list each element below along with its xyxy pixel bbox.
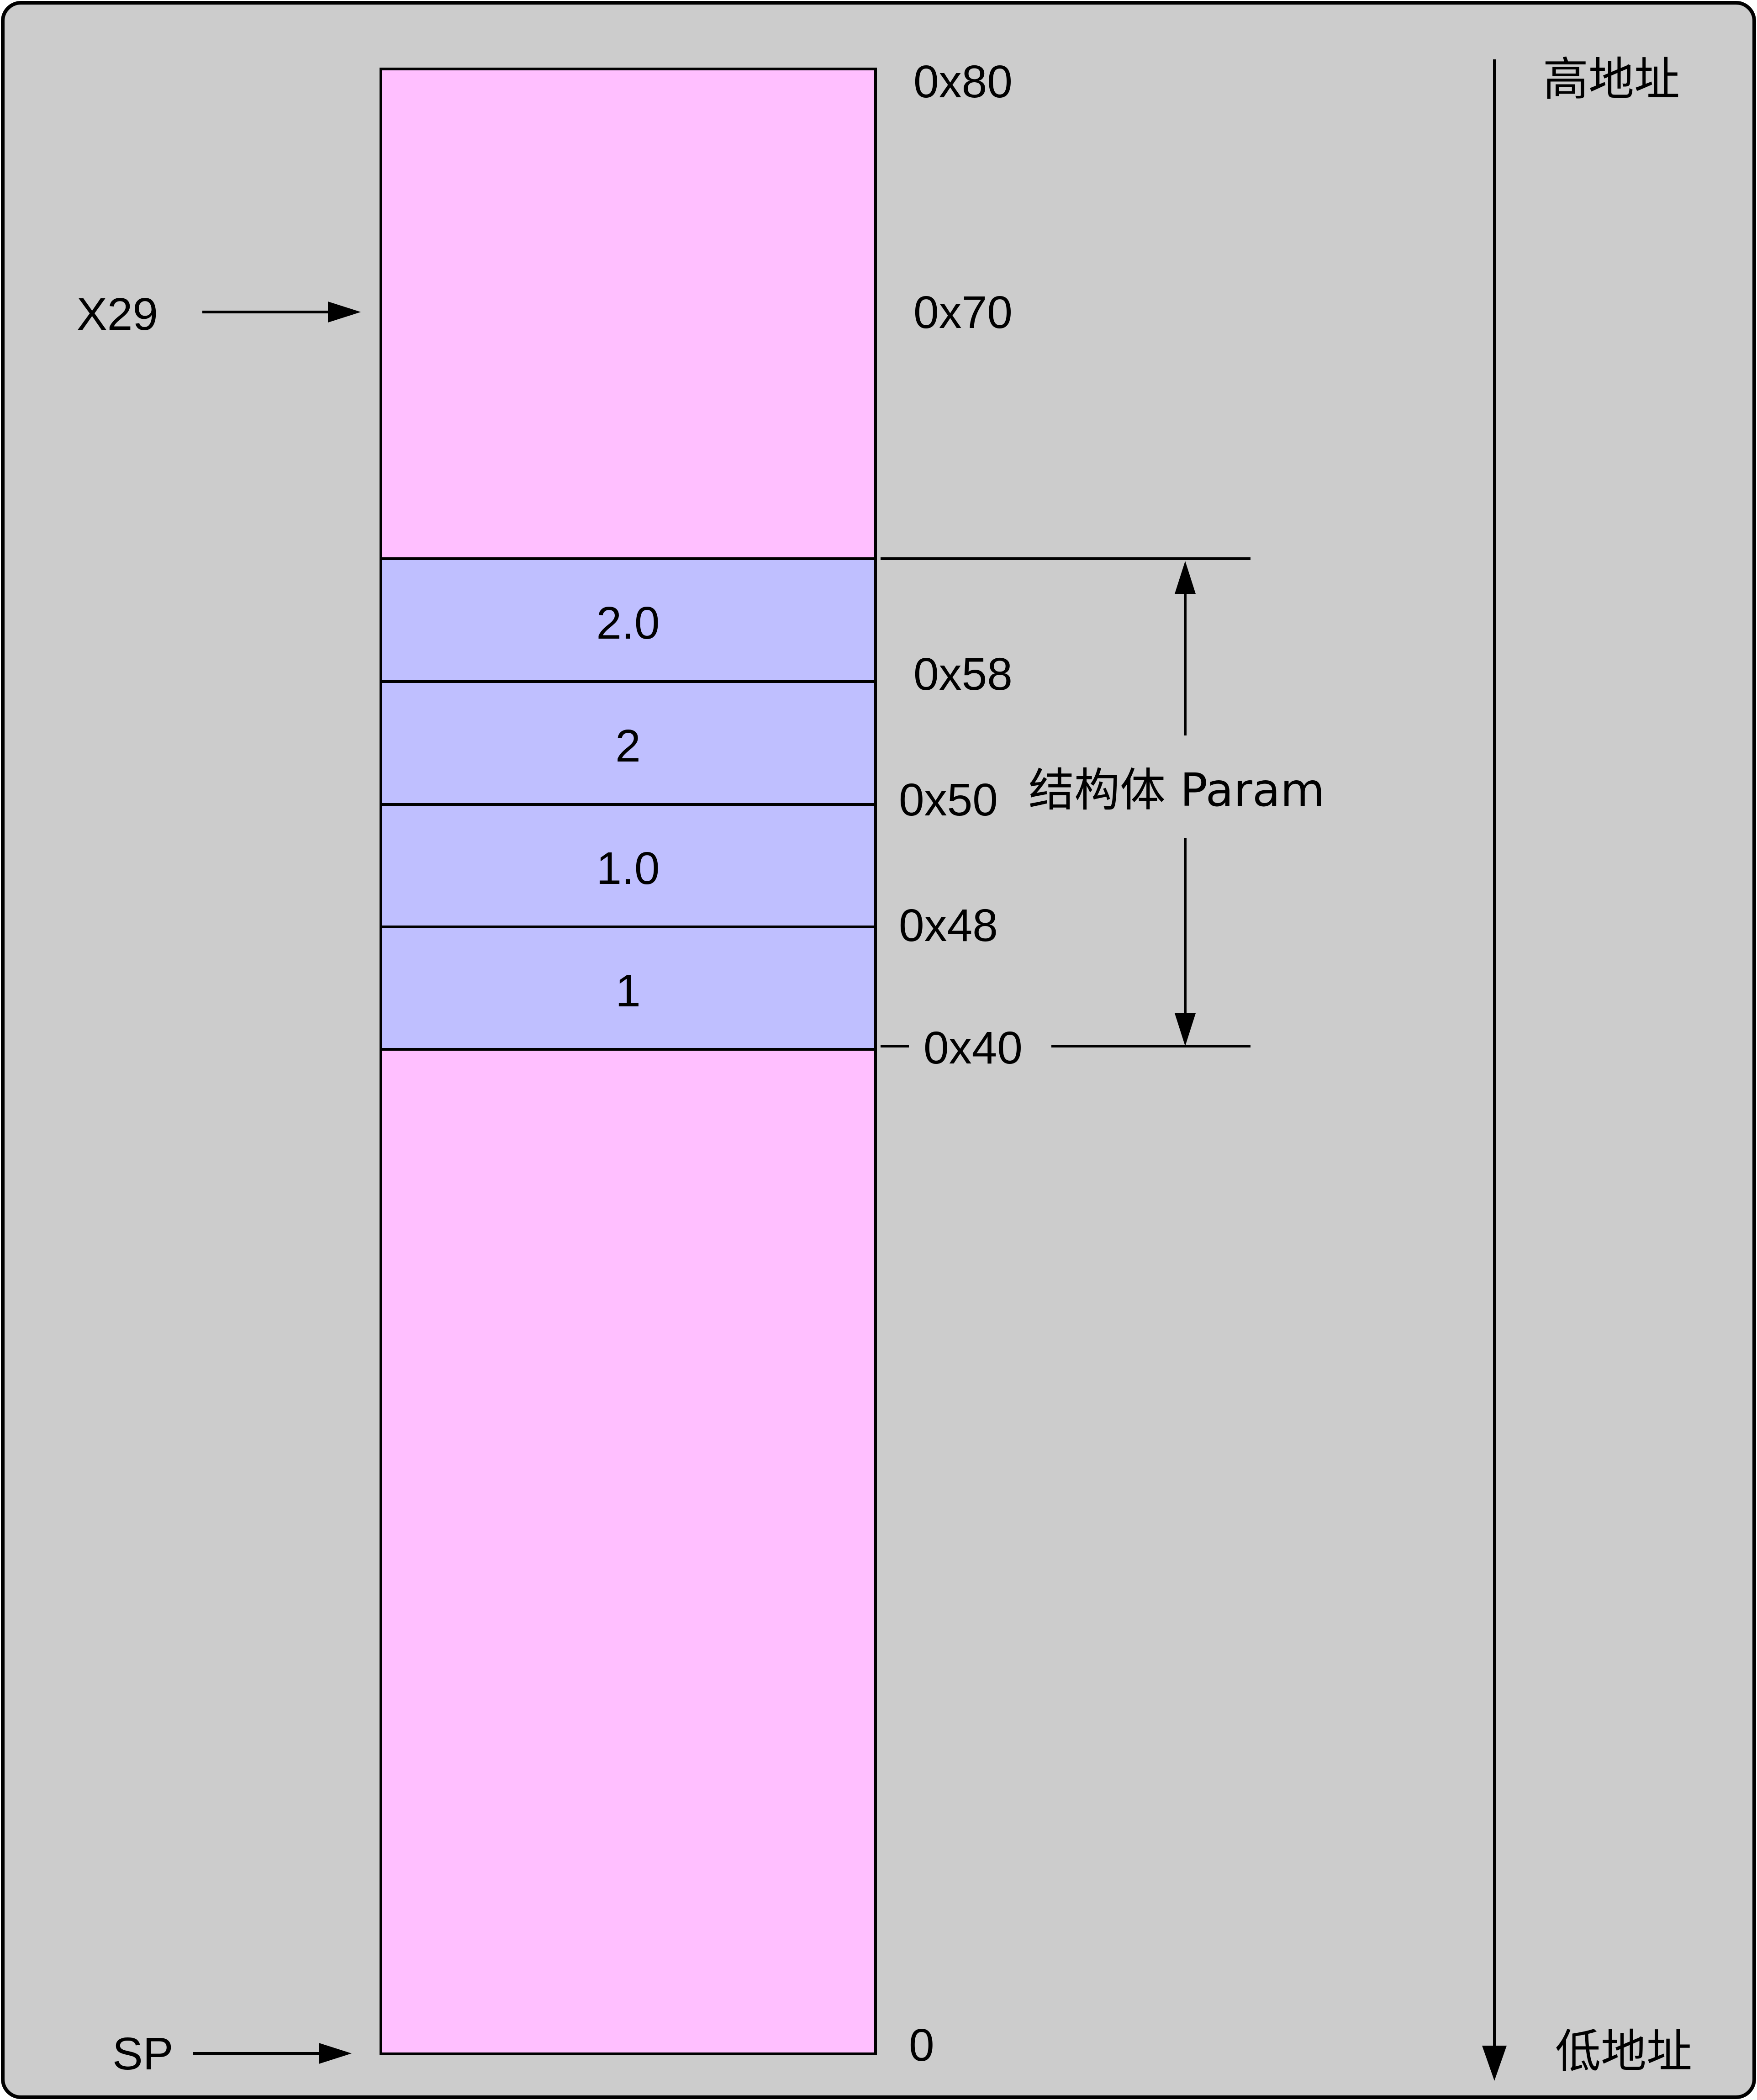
arrowhead-right-icon — [319, 2043, 352, 2064]
struct-field-block-3 — [380, 803, 877, 928]
struct-field-value: 1 — [615, 965, 641, 1016]
x29-pointer-label: X29 — [77, 289, 158, 340]
stack-region-upper — [380, 68, 877, 560]
sp-pointer-label: SP — [112, 2028, 173, 2079]
struct-field-value: 1.0 — [596, 843, 660, 894]
stack-region-lower — [380, 1048, 877, 2055]
high-address-label: 高地址 — [1543, 53, 1680, 106]
address-label-0x48: 0x48 — [899, 900, 998, 951]
address-label-0x40: 0x40 — [923, 1022, 1023, 1074]
address-label-0x70: 0x70 — [913, 287, 1013, 338]
address-label-0x80: 0x80 — [913, 56, 1013, 107]
struct-field-block-4 — [380, 926, 877, 1051]
arrowhead-up-icon — [1175, 561, 1196, 594]
address-label-0x50: 0x50 — [899, 774, 998, 825]
arrowhead-down-icon — [1175, 1013, 1196, 1046]
address-label-0x58: 0x58 — [913, 649, 1013, 700]
arrowhead-right-icon — [328, 302, 361, 323]
address-label-zero: 0 — [909, 2020, 934, 2071]
struct-field-value: 2 — [615, 720, 641, 772]
struct-field-block-2 — [380, 680, 877, 806]
struct-field-block-1 — [380, 557, 877, 683]
low-address-label: 低地址 — [1555, 2025, 1692, 2078]
struct-label: 结构体 Param — [1029, 763, 1325, 817]
struct-field-value: 2.0 — [596, 598, 660, 649]
arrowhead-down-icon — [1482, 2046, 1507, 2081]
